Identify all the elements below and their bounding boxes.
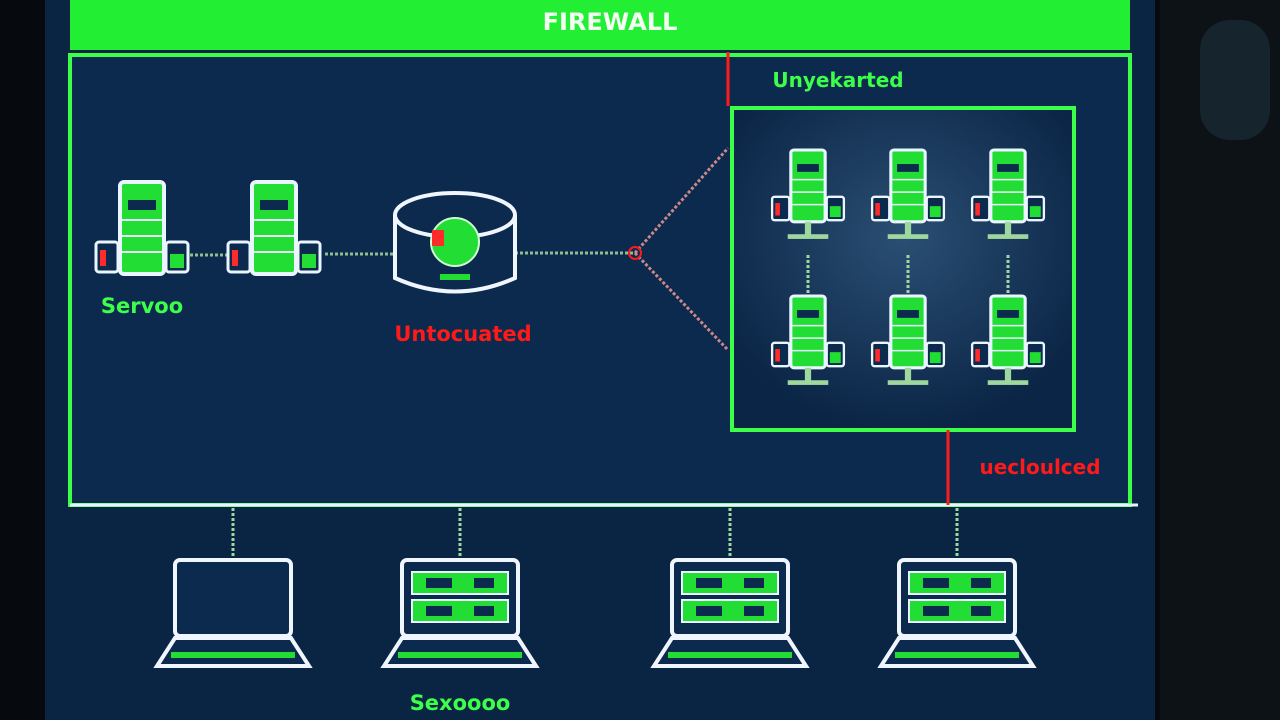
server-icon	[770, 294, 846, 385]
laptop-icon	[650, 558, 810, 668]
server-icon	[870, 294, 946, 385]
cluster-label: Unyekarted	[772, 68, 903, 92]
laptop-icon	[877, 558, 1037, 668]
database-icon	[393, 191, 517, 294]
server-icon	[94, 180, 190, 276]
servers-label: Servoo	[101, 294, 183, 318]
clients-label: Sexoooo	[410, 691, 511, 715]
junction-node	[628, 246, 642, 260]
cluster-link-label: uecloulced	[979, 455, 1100, 479]
database-label: Untocuated	[394, 322, 531, 346]
firewall-header-bar	[70, 0, 1130, 50]
server-icon	[226, 180, 322, 276]
laptop-icon	[153, 558, 313, 668]
laptop-icon	[380, 558, 540, 668]
server-icon	[970, 294, 1046, 385]
server-icon	[770, 148, 846, 239]
firewall-title: FIREWALL	[543, 8, 678, 36]
server-icon	[870, 148, 946, 239]
server-icon	[970, 148, 1046, 239]
